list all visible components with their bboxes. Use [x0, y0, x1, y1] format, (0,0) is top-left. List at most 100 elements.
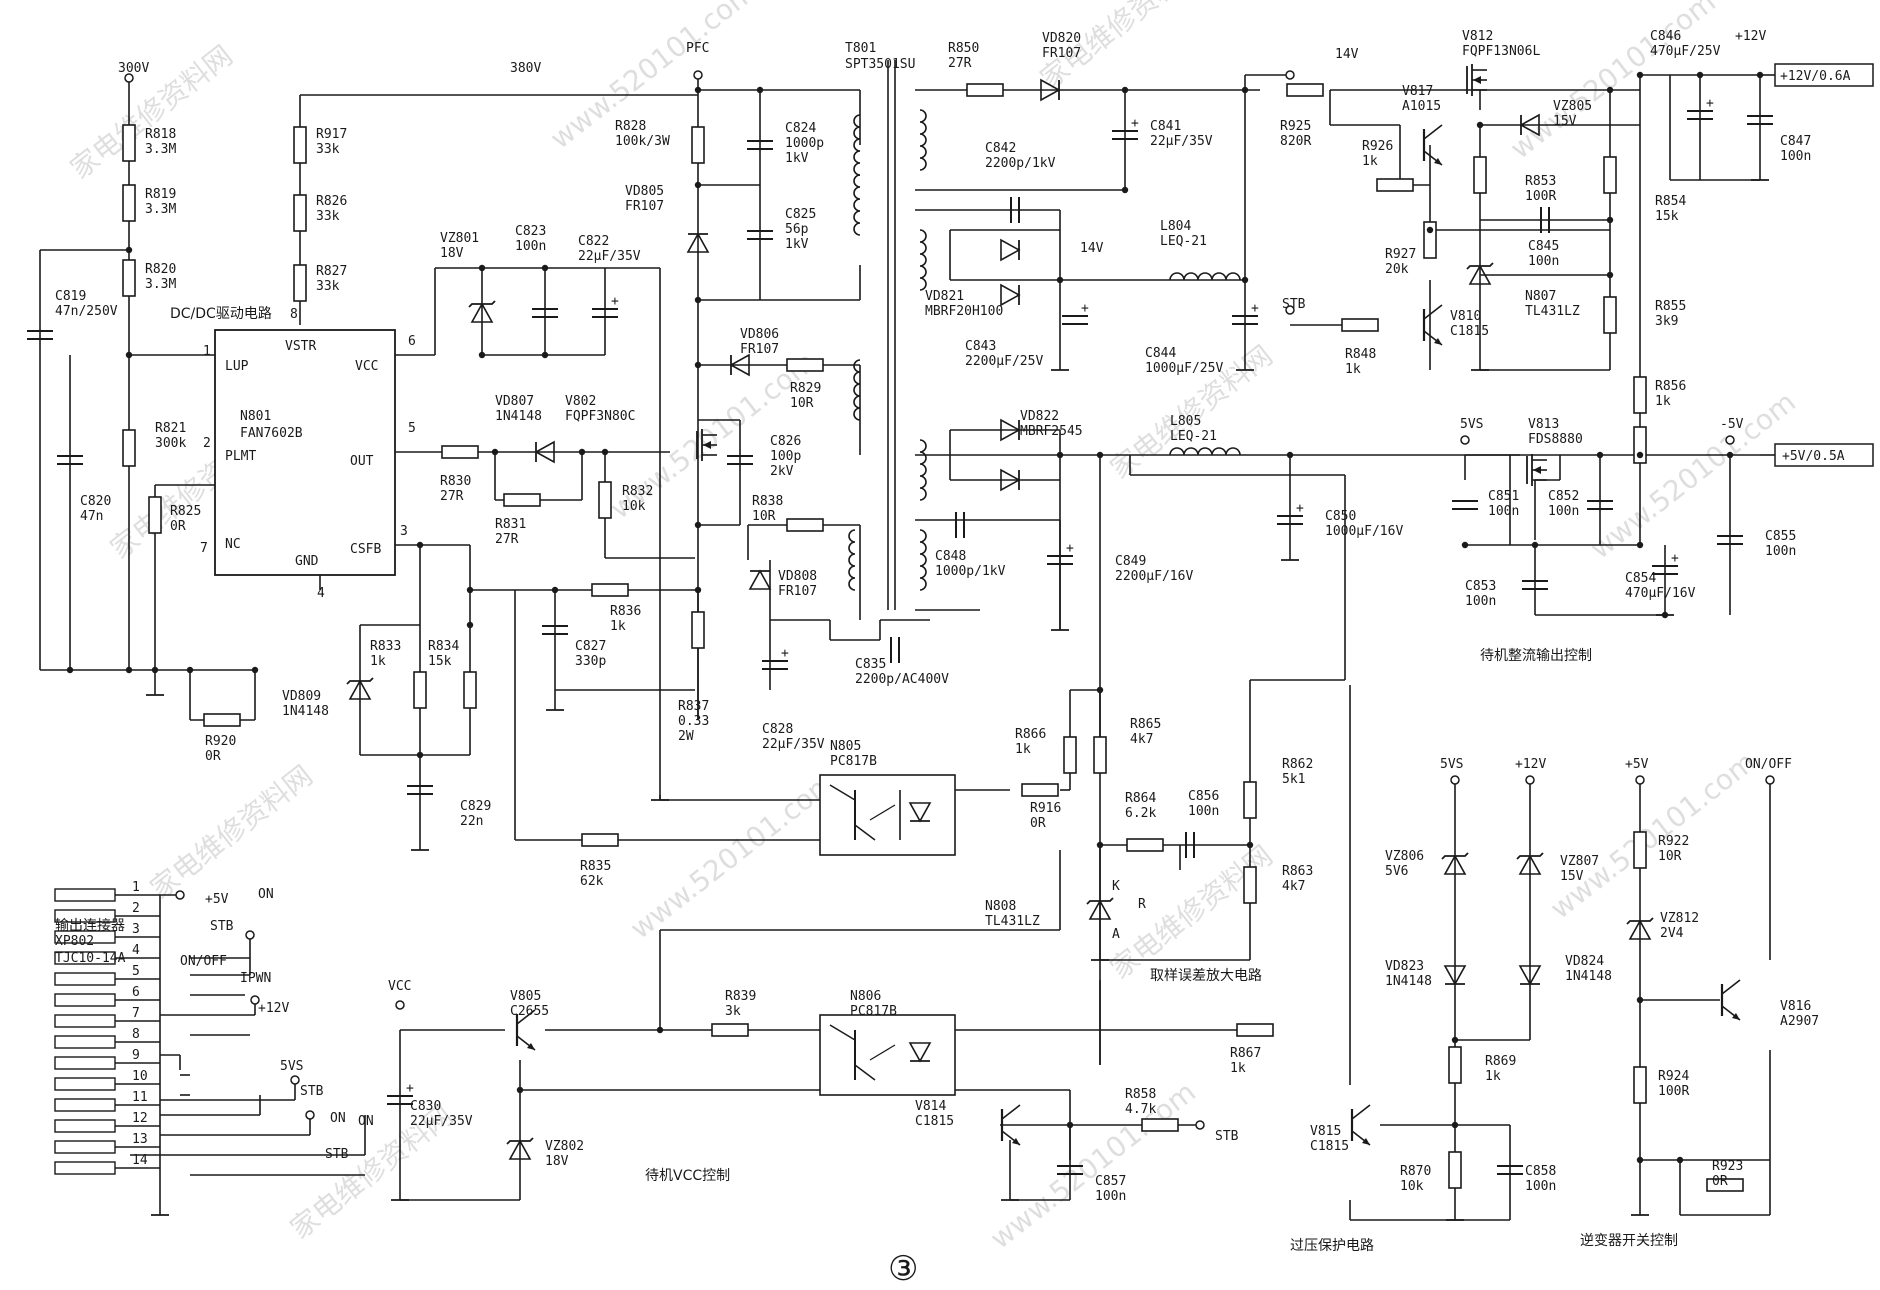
component-value: 2200p/1kV	[985, 156, 1056, 171]
output-5v-label: +5V/0.5A	[1782, 449, 1845, 464]
connector-pin-number: 6	[132, 985, 140, 1000]
page-marker: ③	[888, 1249, 918, 1289]
component-ref: C826	[770, 434, 801, 449]
component-ref: L804	[1160, 219, 1191, 234]
component-ref: R863	[1282, 864, 1313, 879]
connector-pin-body	[54, 993, 116, 1007]
connector-pin: 13	[54, 1132, 160, 1154]
component-ref: C842	[985, 141, 1016, 156]
connector-pin-number: 4	[132, 943, 140, 958]
component-value: 1kV	[785, 237, 809, 252]
component-value: 22μF/35V	[1150, 134, 1213, 149]
component-ref: C856	[1188, 789, 1219, 804]
component-ref: R920	[205, 734, 236, 749]
component-value: 100n	[1548, 504, 1579, 519]
component-value: 10R	[1658, 849, 1682, 864]
component-value: 15k	[428, 654, 452, 669]
labels: 300V 380V PFC 14V 14V +12V +12V/0.6A 5VS…	[55, 29, 1851, 1289]
junction-dot	[125, 666, 133, 674]
connector-pin-number: 1	[132, 880, 140, 895]
junction-dot	[1636, 1156, 1644, 1164]
connector-pin-number: 14	[132, 1153, 148, 1168]
ic-pinno-3: 3	[400, 524, 408, 539]
watermark-text: www.520101.com	[984, 1075, 1202, 1255]
connector-signal: ON/OFF	[180, 954, 227, 969]
component-value: 100n	[1188, 804, 1219, 819]
component-ref: VZ807	[1560, 854, 1599, 869]
watermark-text: www.520101.com	[544, 0, 762, 156]
component-value: 100n	[1528, 254, 1559, 269]
connector-signal: ON	[258, 887, 274, 902]
opto-n805-body	[819, 774, 956, 856]
component-value: 2W	[678, 729, 694, 744]
connector-pin: 11	[54, 1090, 160, 1112]
component-value: 1k	[1015, 742, 1031, 757]
junction-dot	[491, 448, 499, 456]
rail-on: ON	[358, 1114, 374, 1129]
component-value: 33k	[316, 209, 340, 224]
component-ref: C825	[785, 207, 816, 222]
watermark-text: www.520101.com	[1504, 0, 1722, 166]
connector-pin-body	[54, 1035, 116, 1049]
junction-dot	[1636, 71, 1644, 79]
component-value: 18V	[545, 1154, 569, 1169]
rail-plus12: +12V	[1735, 29, 1766, 44]
ic-pin-out: OUT	[350, 454, 374, 469]
connector-pin-number: 10	[132, 1069, 148, 1084]
component-ref: C848	[935, 549, 966, 564]
component-ref: VD806	[740, 327, 779, 342]
junction-dot	[478, 264, 486, 272]
ic-pinno-4: 4	[317, 586, 325, 601]
watermark-text: www.520101.com	[624, 765, 842, 945]
ic-pin-nc: NC	[225, 537, 241, 552]
component-value: FQPF3N80C	[565, 409, 635, 424]
junction-dot	[466, 586, 474, 594]
connector-pin-number: 7	[132, 1006, 140, 1021]
component-value: 470μF/16V	[1625, 586, 1696, 601]
transformer-part: SPT3501SU	[845, 57, 915, 72]
component-value: 0R	[205, 749, 221, 764]
junction-dot	[656, 1026, 664, 1034]
connector-pin: 9	[54, 1048, 160, 1070]
rail-pfc: PFC	[686, 41, 709, 56]
component-ref: C857	[1095, 1174, 1126, 1189]
component-value: 1k	[610, 619, 626, 634]
ic-pin-vstr: VSTR	[285, 339, 316, 354]
component-value: 100p	[770, 449, 801, 464]
component-ref: R866	[1015, 727, 1046, 742]
junction-dot	[1756, 71, 1764, 79]
tl431-pin-a: A	[1112, 927, 1120, 942]
ic-part: FAN7602B	[240, 426, 303, 441]
component-ref: VD823	[1385, 959, 1424, 974]
junction-dot	[1596, 451, 1604, 459]
junction-dot	[416, 541, 424, 549]
component-ref: C851	[1488, 489, 1519, 504]
component-value: 300k	[155, 436, 186, 451]
component-value: 18V	[440, 246, 464, 261]
component-value: 1N4148	[1565, 969, 1612, 984]
component-ref: C850	[1325, 509, 1356, 524]
junction-dot	[251, 666, 259, 674]
component-ref: VD824	[1565, 954, 1604, 969]
component-ref: R836	[610, 604, 641, 619]
component-ref: R854	[1655, 194, 1686, 209]
component-value: 100n	[515, 239, 546, 254]
component-value: 4.7k	[1125, 1102, 1156, 1117]
component-ref: VD822	[1020, 409, 1059, 424]
